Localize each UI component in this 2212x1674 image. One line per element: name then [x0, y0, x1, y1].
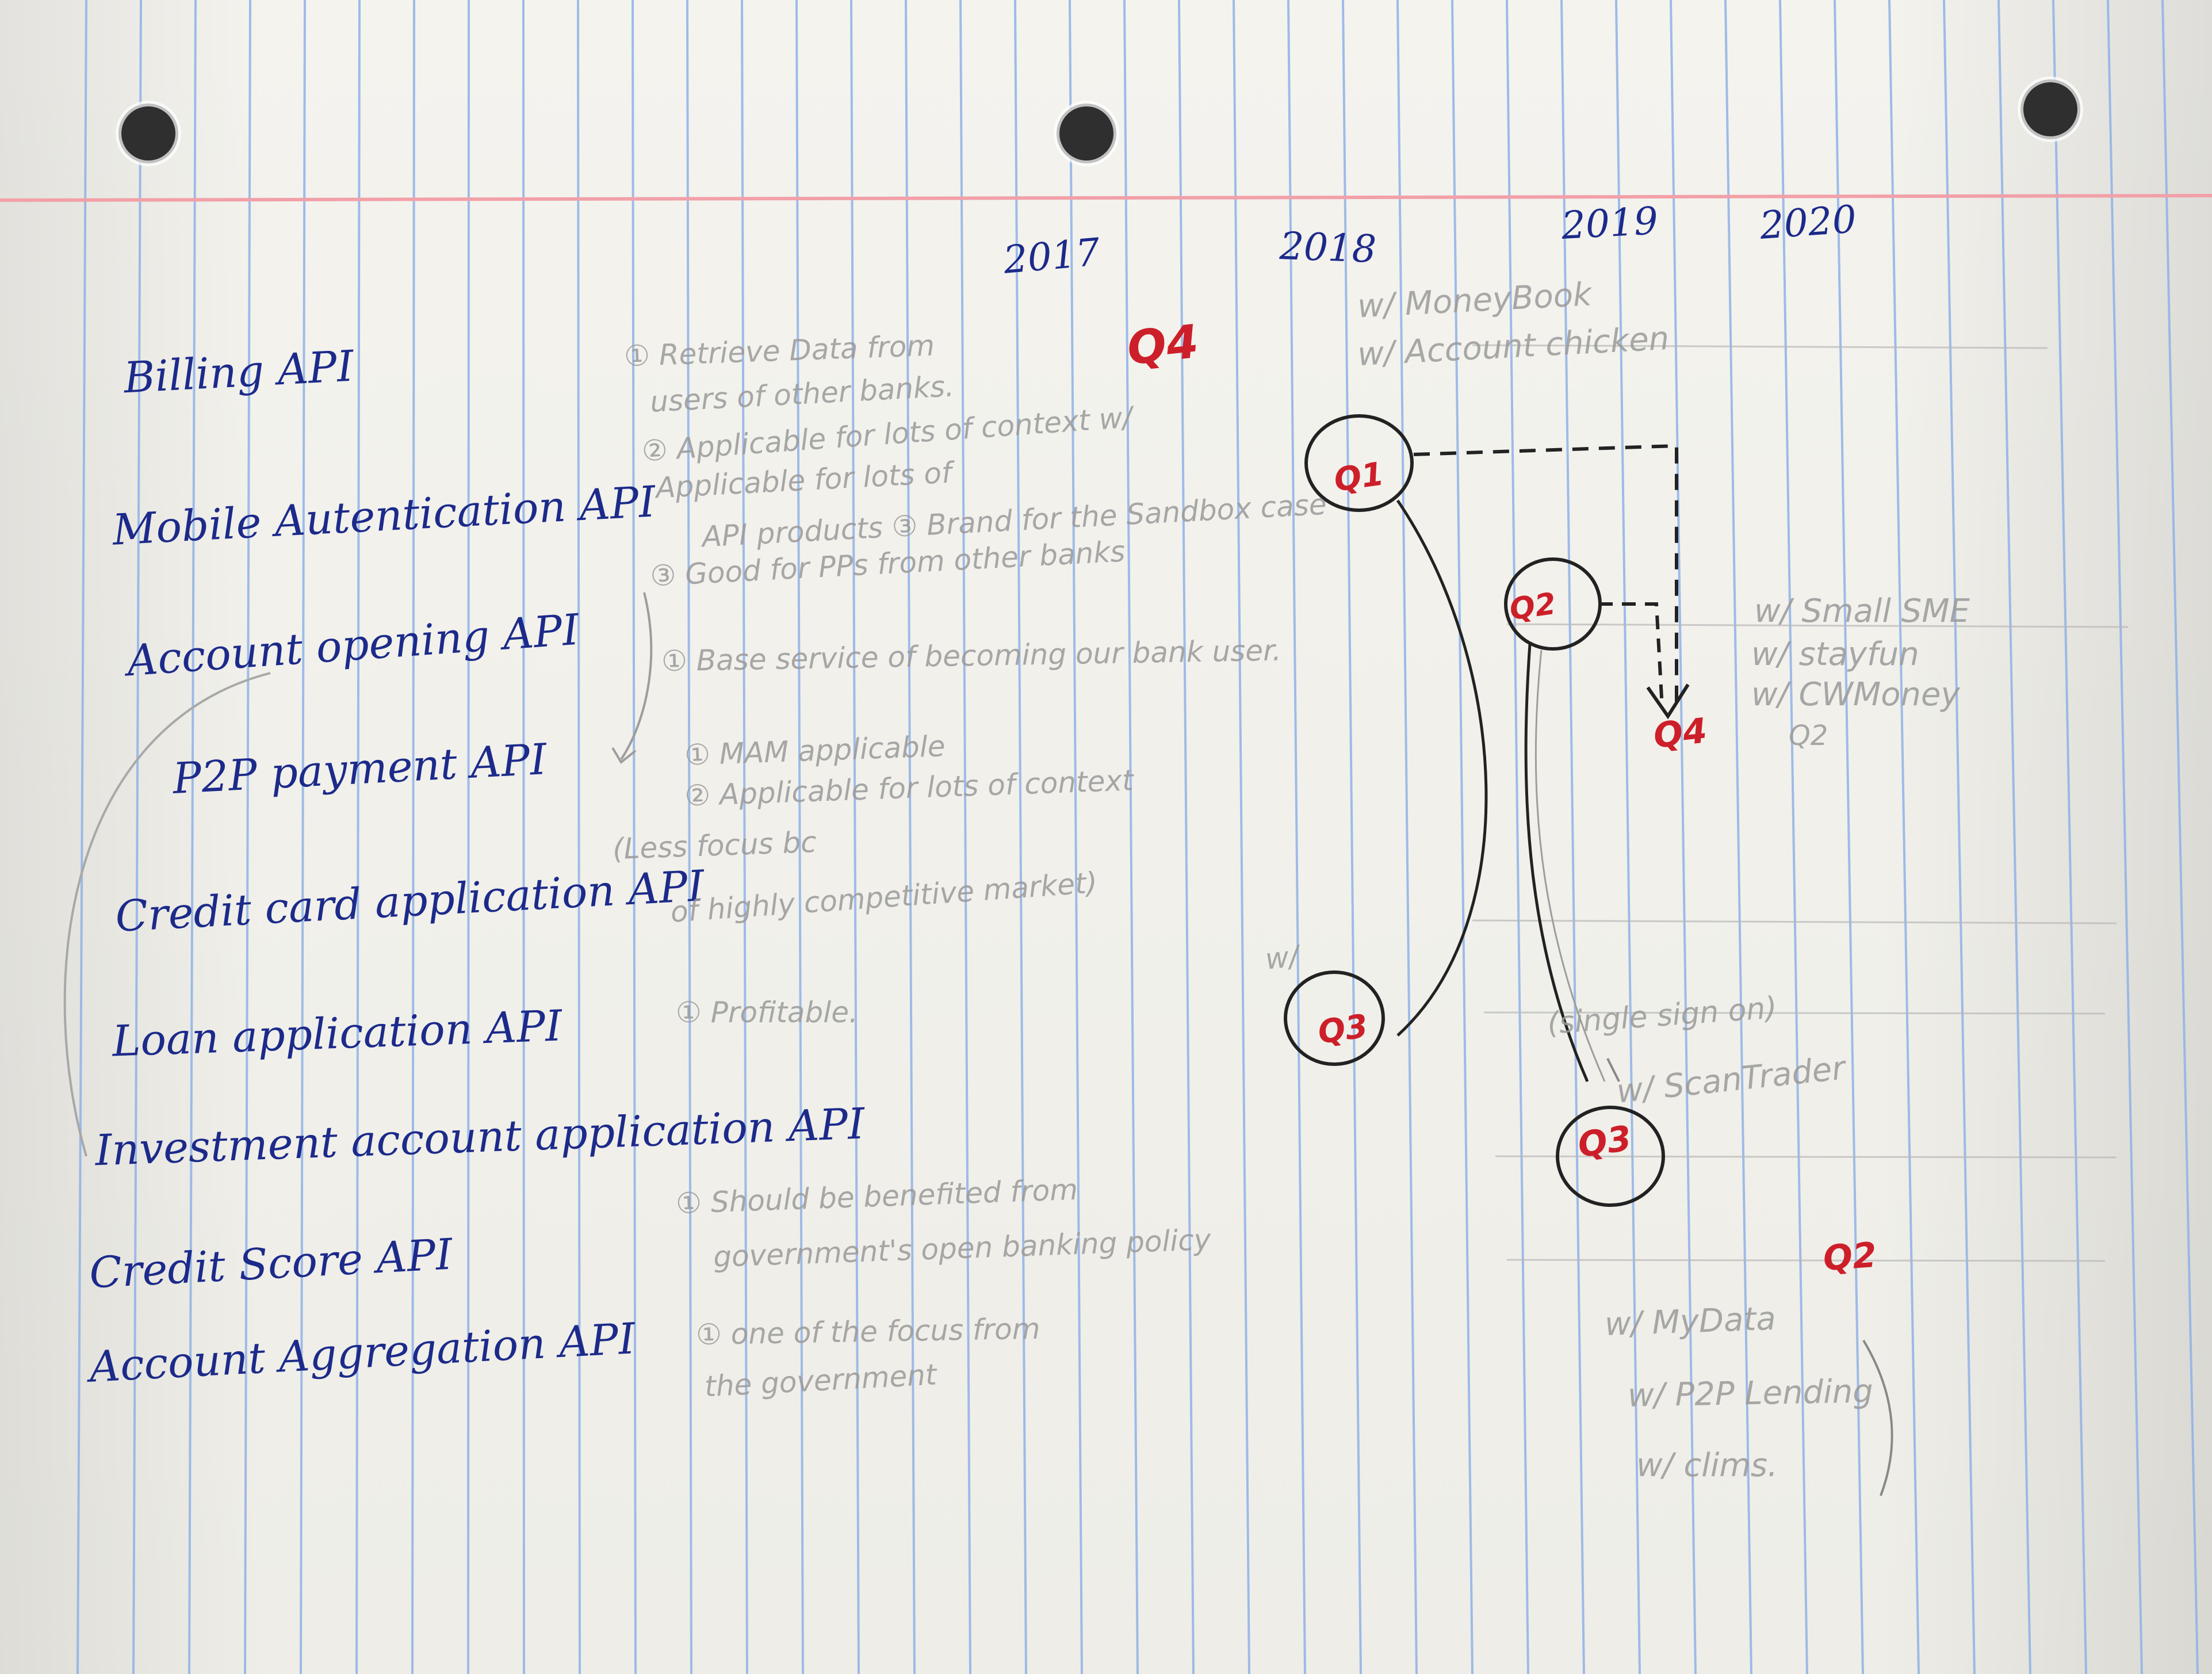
pencil-guide-lines — [1472, 344, 2129, 1262]
pencil-arrow-curve — [620, 592, 653, 760]
quarter-q4-top: Q4 — [1124, 314, 1201, 376]
partner-mydata: w/ MyData — [1603, 1300, 1777, 1344]
dashed-arrow-q1-q4 — [1413, 444, 1678, 708]
vertical-rule-lines — [76, 0, 2199, 1674]
year-2018: 2018 — [1279, 224, 1377, 272]
arrowhead-q4 — [1646, 683, 1690, 720]
pencil-bracket — [63, 672, 271, 1157]
note-focus-government: ① one of the focus from — [695, 1312, 1040, 1352]
api-billing: Billing API — [123, 341, 355, 403]
partner-p2p-lending: w/ P2P Lending — [1627, 1373, 1874, 1415]
punch-hole-left — [118, 104, 178, 163]
punch-hole-right — [2020, 79, 2080, 139]
note-mam-applicable: ① MAM applicable — [684, 729, 946, 772]
circle-q3-right — [1556, 1106, 1665, 1207]
punch-hole-center — [1057, 104, 1116, 163]
partner-q2-small: Q2 — [1789, 720, 1828, 752]
partner-cwmoney: w/ CWMoney — [1751, 676, 1960, 713]
partner-clims: w/ clims. — [1636, 1447, 1778, 1484]
pencil-bracket-right — [1862, 1339, 1893, 1496]
circle-q1 — [1304, 414, 1414, 512]
margin-line — [0, 194, 2212, 202]
quarter-q1-circle: Q1 — [1331, 455, 1387, 499]
note-less-focus: (Less focus bc — [612, 825, 817, 866]
quarter-q4-arrow: Q4 — [1651, 710, 1709, 756]
quarter-q2-circle: Q2 — [1507, 586, 1558, 628]
circle-q3-left — [1284, 970, 1385, 1066]
note-profitable: ① Profitable. — [676, 996, 858, 1029]
quarter-q3-left: Q3 — [1315, 1007, 1371, 1052]
quarter-q2-bottom: Q2 — [1821, 1235, 1878, 1279]
year-2019: 2019 — [1560, 198, 1659, 248]
year-2017: 2017 — [1001, 230, 1102, 282]
quarter-q3-right: Q3 — [1575, 1118, 1634, 1166]
dashed-arrow-q2-q4 — [1599, 602, 1664, 708]
partner-stayfun: w/ stayfun — [1751, 636, 1919, 673]
curve-q1-q3 — [1396, 499, 1488, 1037]
year-2020: 2020 — [1758, 197, 1858, 248]
partner-small-sme: w/ Small SME — [1754, 593, 1970, 630]
partner-w-only: w/ — [1264, 939, 1300, 976]
curve-q2-q3 — [1524, 644, 1589, 1082]
